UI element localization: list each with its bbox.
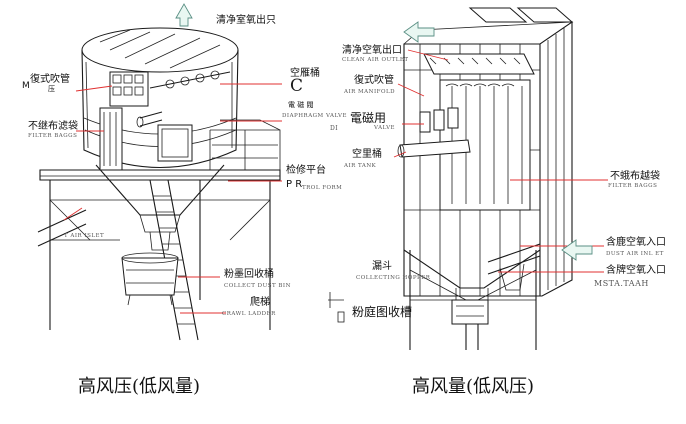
- right-hopper-en-label: COLLECTING HOPPER: [356, 275, 431, 281]
- right-pulse-pipe-label: 復式吹管: [354, 75, 394, 86]
- right-filter-bag-en-label: FILTER BAGGS: [608, 183, 658, 189]
- platform-en-label: TROL FORM: [302, 185, 343, 191]
- m-mark-label: M: [22, 81, 30, 91]
- filter-bag-en-label: FILTER BAGGS: [28, 133, 78, 139]
- valve-en-label: DIAPHRAGM VALVE: [282, 113, 347, 119]
- valve-cn-label: 電 磁 閥: [288, 101, 314, 109]
- ladder-en-label: CRAWL LADDER: [222, 311, 276, 317]
- right-air-tank-label: 空里桶: [352, 149, 382, 160]
- pulse-pipe-label: 復式吹管: [30, 74, 70, 85]
- left-collector: [37, 3, 345, 341]
- right-filter-bag-label: 不蛾布越袋: [610, 171, 660, 182]
- right-dust-inlet-2-label: 含牌空氧入口: [606, 265, 666, 276]
- collect-bin-label: 粉墨回收桶: [224, 269, 274, 280]
- right-dust-inlet-label: 含鹿空氧入口: [606, 237, 666, 248]
- platform-p-label: P R: [286, 179, 303, 190]
- left-caption: 高风压(低风量): [78, 376, 201, 397]
- right-di-label: DI: [330, 125, 339, 132]
- right-air-tank-en-label: AIR TANK: [344, 163, 377, 169]
- air-tank-c-label: C: [290, 76, 304, 96]
- m-sub-label: 压: [48, 85, 55, 93]
- right-hopper-label: 漏斗: [372, 261, 392, 272]
- right-collect-tank-label: 粉庭图收槽: [352, 305, 413, 319]
- right-valve-en-label: VALVE: [374, 125, 396, 131]
- air-tank-label: 空雁桶: [290, 68, 320, 79]
- filter-bag-label: 不继布滤袋: [28, 121, 78, 132]
- right-pulse-pipe-en-label: AIR MANIFOLD: [344, 89, 396, 95]
- right-collector: [393, 7, 608, 350]
- right-clean-air-outlet-en-label: CLEAN AIR OUTLET: [342, 57, 409, 63]
- collect-bin-en-label: COLLECT DUST BIN: [224, 283, 291, 289]
- right-dust-inlet-en-label: DUST AIR INL ET: [606, 251, 664, 257]
- right-caption: 高风量(低风压): [412, 376, 535, 397]
- right-clean-air-outlet-label: 清净空氧出口: [342, 45, 402, 56]
- air-inlet-en-label: T AIR ISLET: [64, 233, 105, 239]
- clean-air-outlet-label: 清净室氧出只: [216, 15, 276, 26]
- right-valve-label: 電磁用: [350, 111, 387, 125]
- ladder-label: 爬梯: [250, 297, 270, 308]
- right-dust-inlet-2-en-label: MSTA.TAAH: [594, 279, 649, 288]
- platform-label: 检修平台: [286, 165, 326, 176]
